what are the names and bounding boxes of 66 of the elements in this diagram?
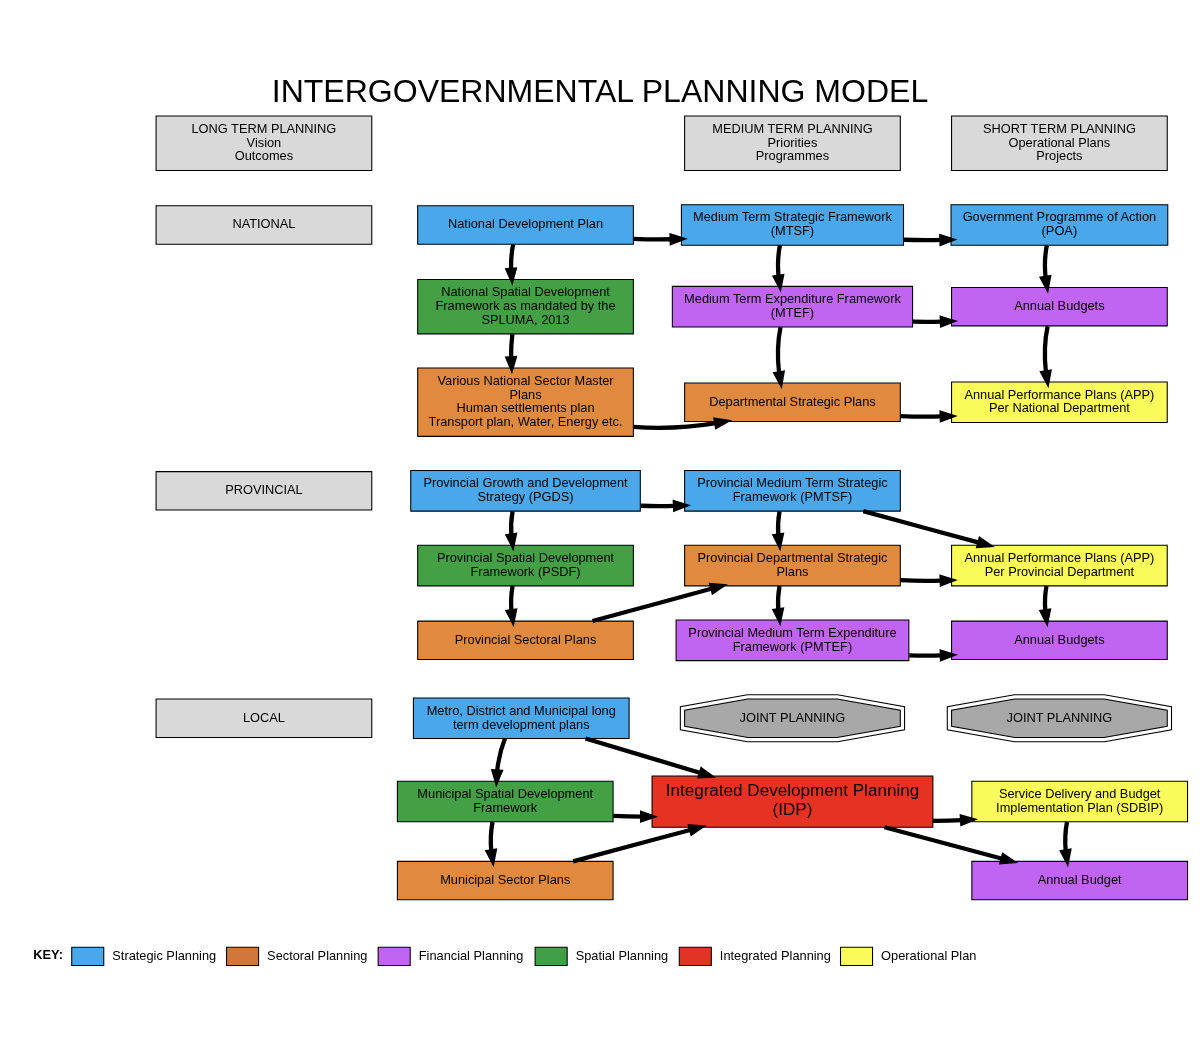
- arrow: [640, 499, 692, 513]
- arrow: [772, 326, 786, 390]
- node-box: SHORT TERM PLANNING Operational Plans Projects: [951, 115, 1168, 172]
- arrow: [883, 825, 1019, 865]
- node-box: National Spatial Development Framework as mandated by the SPLUMA, 2013: [417, 278, 634, 335]
- arrow: [1059, 821, 1072, 868]
- arrow: [933, 813, 979, 827]
- arrow: [909, 649, 958, 662]
- arrow: [633, 232, 688, 246]
- arrow: [613, 810, 659, 824]
- node-box: Annual Performance Plans (APP) Per National Department: [951, 381, 1168, 424]
- arrow: [484, 821, 498, 868]
- node-box: PROVINCIAL: [155, 471, 373, 511]
- arrow: [1039, 244, 1052, 294]
- node-box: NATIONAL: [155, 205, 373, 245]
- node-box: Service Delivery and Budget Implementation Plan (SDBIP): [971, 780, 1189, 823]
- arrow: [504, 244, 518, 286]
- arrow: [1039, 325, 1052, 389]
- arrow: [771, 244, 785, 293]
- arrow: [771, 585, 785, 627]
- legend-label: Integrated Planning: [719, 947, 831, 963]
- arrow: [633, 417, 733, 430]
- legend-label: Sectoral Planning: [267, 947, 368, 963]
- arrow: [504, 333, 518, 375]
- arrow: [572, 824, 707, 864]
- arrow: [903, 233, 958, 247]
- node-box: Integrated Development Planning (IDP): [651, 775, 934, 828]
- node-box: National Development Plan: [417, 205, 634, 245]
- arrow: [504, 511, 518, 552]
- node-box: Provincial Medium Term Expenditure Framework (PMTEF): [675, 619, 910, 662]
- arrow: [592, 582, 728, 624]
- node-box: Departmental Strategic Plans: [684, 382, 901, 422]
- node-box: Metro, District and Municipal long term development plans: [412, 697, 630, 740]
- node-box: Provincial Spatial Development Framework (PSDF): [417, 544, 634, 587]
- arrow: [862, 509, 995, 549]
- node-box: Municipal Sector Plans: [396, 860, 614, 901]
- arrow: [490, 737, 507, 788]
- node-box: Various National Sector Master Plans Human settlements plan Transport plan, Water, Energy etc.: [417, 367, 634, 437]
- node-box: MEDIUM TERM PLANNING Priorities Programmes: [684, 115, 901, 172]
- node-box: Municipal Spatial Development Framework: [396, 780, 614, 823]
- arrow: [584, 736, 717, 779]
- node-box: Annual Budgets: [951, 286, 1168, 327]
- node-box: Annual Budgets: [951, 620, 1168, 661]
- diagram-title: INTERGOVERNMENTAL PLANNING MODEL: [271, 73, 929, 110]
- node-box: Medium Term Expenditure Framework (MTEF): [671, 285, 914, 328]
- node-box: Annual Budget: [971, 860, 1189, 901]
- arrow: [771, 511, 785, 552]
- node-box: Provincial Sectoral Plans: [417, 620, 634, 661]
- arrow: [504, 585, 518, 628]
- node-box: LONG TERM PLANNING Vision Outcomes: [155, 115, 373, 172]
- node-box: Annual Performance Plans (APP) Per Provincial Department: [951, 544, 1168, 587]
- arrow: [1038, 585, 1052, 628]
- arrow: [900, 410, 958, 423]
- node-box: Medium Term Strategic Framework (MTSF): [680, 204, 905, 246]
- legend-label: Operational Plan: [881, 947, 977, 963]
- node-box: Provincial Medium Term Strategic Framework (PMTSF): [684, 470, 901, 512]
- node-box: Provincial Growth and Development Strategy (PGDS): [410, 470, 641, 512]
- node-box: Provincial Departmental Strategic Plans: [684, 544, 901, 587]
- node-box: LOCAL: [155, 698, 373, 738]
- legend-label: Strategic Planning: [112, 947, 217, 963]
- legend-label: Spatial Planning: [575, 947, 669, 963]
- label: KEY:: [33, 946, 63, 962]
- legend-label: Financial Planning: [418, 947, 524, 963]
- node-box: Government Programme of Action (POA): [950, 204, 1169, 246]
- arrow: [912, 315, 958, 329]
- arrow: [900, 574, 958, 588]
